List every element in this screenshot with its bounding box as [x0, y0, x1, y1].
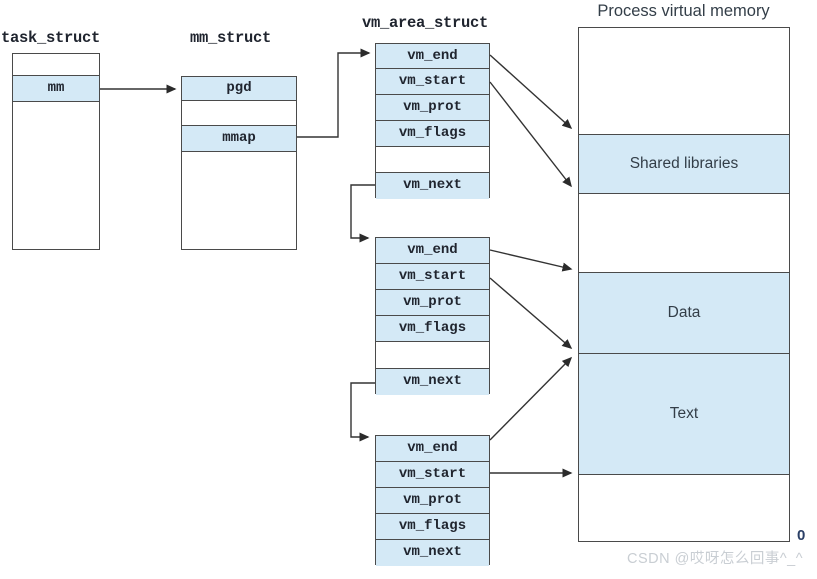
vm-end-field: vm_end — [376, 44, 489, 69]
vm-area-block-3: vm_end vm_start vm_prot vm_flags vm_next — [375, 435, 490, 566]
mm-struct-box: pgd mmap — [181, 76, 297, 250]
csdn-watermark: CSDN @哎呀怎么回事^_^ — [627, 551, 804, 567]
memory-region-data: Data — [579, 272, 789, 353]
memory-region-unused-middle — [579, 193, 789, 272]
vm-prot-field: vm_prot — [376, 290, 489, 316]
mm-struct-field-pgd: pgd — [182, 77, 296, 101]
memory-region-shared-libraries: Shared libraries — [579, 134, 789, 193]
vm-next-field: vm_next — [376, 540, 489, 566]
vm-prot-field: vm_prot — [376, 95, 489, 121]
vm-flags-field: vm_flags — [376, 121, 489, 147]
mm-struct-title: mm_struct — [190, 29, 272, 47]
task-struct-field-mm: mm — [13, 76, 99, 102]
vm-next-field: vm_next — [376, 369, 489, 395]
arrow-vm-end-3-to-text-top — [489, 356, 573, 441]
arrow-vm-end-2-to-data-top — [489, 249, 573, 272]
mm-struct-field-mmap: mmap — [182, 126, 296, 152]
arrow-vm-start-2-to-data-bottom — [489, 277, 573, 349]
vm-start-field: vm_start — [376, 462, 489, 488]
task-struct-box: mm — [12, 53, 100, 250]
process-virtual-memory-box: Shared libraries Data Text — [578, 27, 790, 542]
vm-start-field: vm_start — [376, 69, 489, 95]
vm-area-struct-title: vm_area_struct — [362, 14, 489, 32]
vm-start-field: vm_start — [376, 264, 489, 290]
arrow-vm-next-2-to-vm-area-3 — [350, 382, 375, 442]
vm-flags-field: vm_flags — [376, 514, 489, 540]
memory-region-unused-top — [579, 28, 789, 134]
vm-end-field: vm_end — [376, 238, 489, 264]
vm-flags-field: vm_flags — [376, 316, 489, 342]
vm-prot-field: vm_prot — [376, 488, 489, 514]
mm-struct-empty-row — [182, 101, 296, 126]
arrow-vm-next-1-to-vm-area-2 — [350, 184, 375, 243]
arrow-vm-end-1-to-shared-top — [489, 54, 573, 130]
task-struct-title: task_struct — [1, 29, 101, 47]
task-struct-empty-row — [13, 54, 99, 76]
vm-next-field: vm_next — [376, 173, 489, 199]
vm-end-field: vm_end — [376, 436, 489, 462]
vm-empty-field — [376, 342, 489, 369]
arrow-vm-start-1-to-shared-bottom — [489, 81, 572, 188]
memory-region-text: Text — [579, 353, 789, 474]
vm-empty-field — [376, 147, 489, 173]
address-zero-label: 0 — [797, 527, 806, 544]
arrow-mmap-to-vm-area-1 — [297, 48, 371, 138]
vm-area-block-2: vm_end vm_start vm_prot vm_flags vm_next — [375, 237, 490, 395]
process-virtual-memory-title: Process virtual memory — [597, 2, 770, 20]
memory-region-unused-bottom — [579, 474, 789, 540]
vm-area-block-1: vm_end vm_start vm_prot vm_flags vm_next — [375, 43, 490, 199]
